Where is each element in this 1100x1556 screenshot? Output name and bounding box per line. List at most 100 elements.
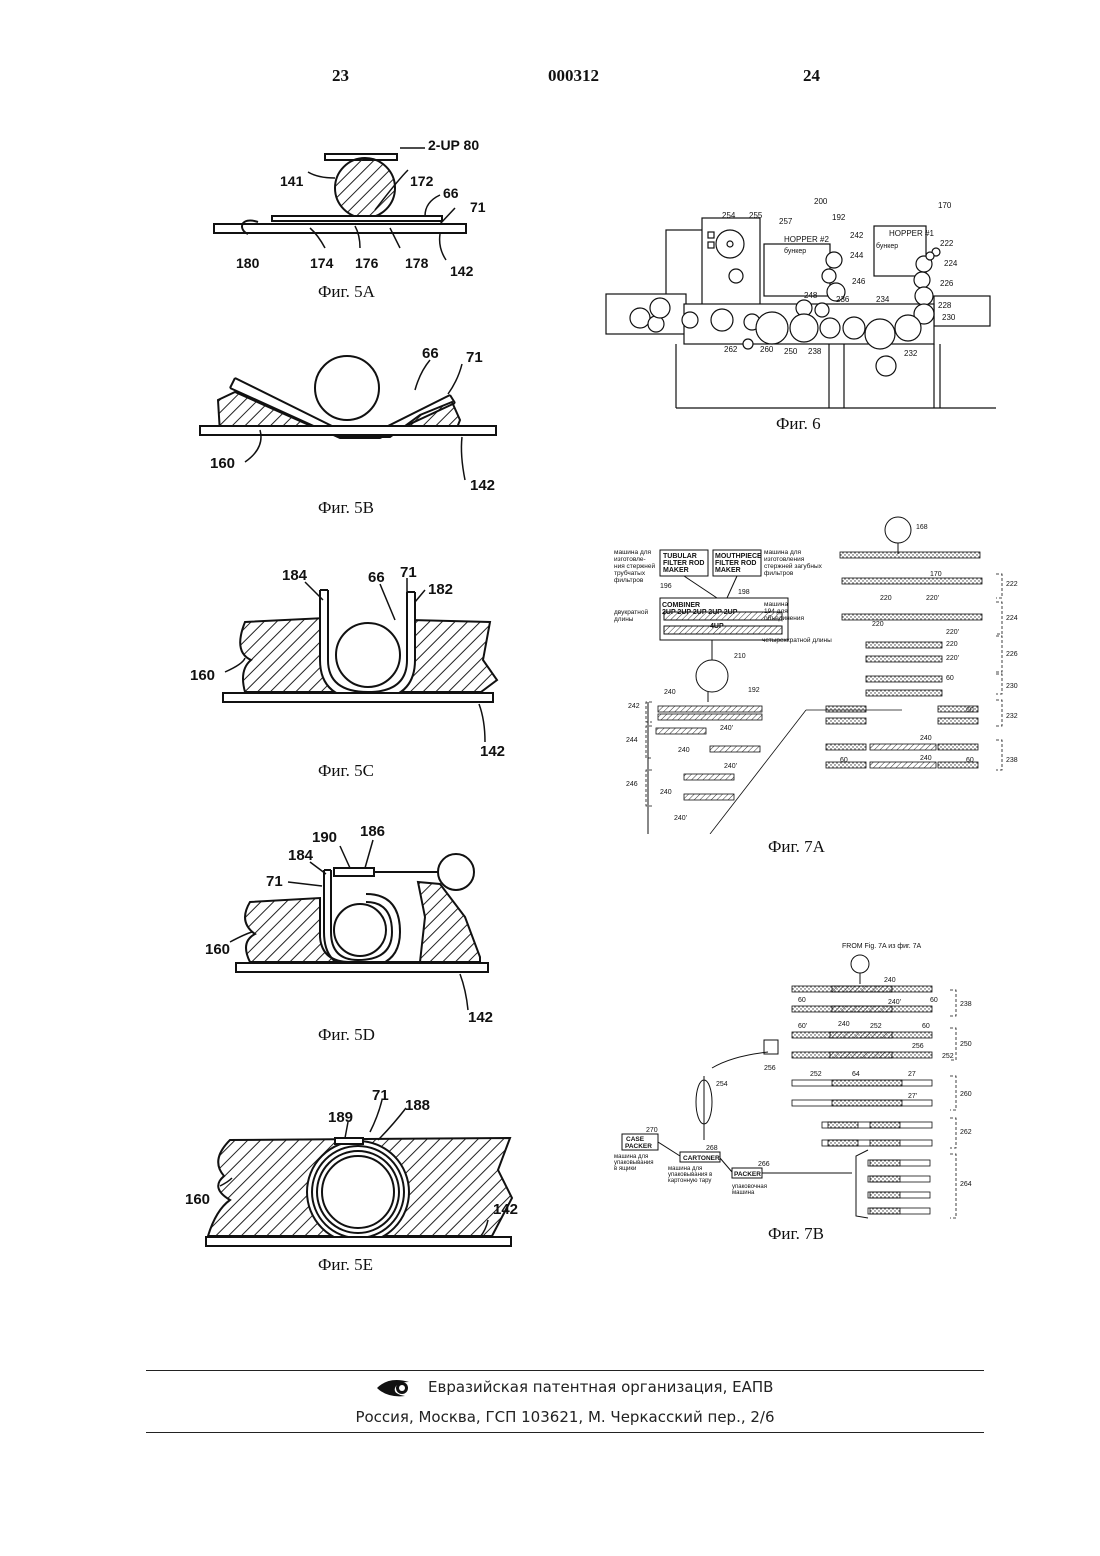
label-240-a: 240 bbox=[664, 689, 676, 696]
label-60p: 60' bbox=[798, 1023, 807, 1030]
label-66: 66 bbox=[368, 569, 385, 586]
fig7a-note-double-1: двукратной bbox=[614, 608, 648, 616]
fig7a-note-left-1: машина для bbox=[614, 549, 652, 556]
caption-fig-6: Фиг. 6 bbox=[776, 414, 821, 434]
label-238: 238 bbox=[1006, 757, 1018, 764]
label-240p-c: 240' bbox=[674, 815, 687, 822]
caption-fig-7b: Фиг. 7B bbox=[768, 1224, 824, 1244]
label-232: 232 bbox=[1006, 713, 1018, 720]
label-190: 190 bbox=[312, 829, 337, 846]
label-224: 224 bbox=[1006, 615, 1018, 622]
label-60-c: 60 bbox=[840, 757, 848, 764]
footer-divider-bottom bbox=[146, 1432, 984, 1433]
label-234: 234 bbox=[876, 295, 890, 304]
fig7a-note-right-1: машина для bbox=[764, 549, 802, 556]
label-252-b: 252 bbox=[942, 1053, 954, 1060]
label-248: 248 bbox=[804, 291, 818, 300]
label-240-b: 240 bbox=[838, 1021, 850, 1028]
label-242: 242 bbox=[628, 703, 640, 710]
label-260: 260 bbox=[960, 1091, 972, 1098]
label-246: 246 bbox=[852, 277, 866, 286]
label-27: 27 bbox=[908, 1071, 916, 1078]
fig7a-note-quad: четырехкратной длины bbox=[762, 636, 832, 644]
label-178: 178 bbox=[405, 255, 429, 271]
footer-address: Россия, Москва, ГСП 103621, М. Черкасски… bbox=[146, 1408, 984, 1426]
label-268: 268 bbox=[706, 1145, 718, 1152]
document-number: 000312 bbox=[548, 66, 599, 86]
label-160: 160 bbox=[185, 1191, 210, 1208]
label-230: 230 bbox=[1006, 683, 1018, 690]
label-71: 71 bbox=[266, 873, 283, 890]
label-254: 254 bbox=[716, 1081, 728, 1088]
label-260: 260 bbox=[760, 345, 774, 354]
caption-fig-5e: Фиг. 5E bbox=[318, 1255, 373, 1275]
label-60-d: 60 bbox=[966, 757, 974, 764]
caption-fig-5d: Фиг. 5D bbox=[318, 1025, 375, 1045]
label-236: 236 bbox=[836, 295, 850, 304]
fig7b-note-packer-2: машина bbox=[732, 1190, 755, 1196]
fig7a-note-double-2: длины bbox=[614, 616, 634, 623]
label-2up-80: 2-UP 80 bbox=[428, 137, 479, 153]
label-232: 232 bbox=[904, 349, 918, 358]
label-220-a: 220 bbox=[880, 595, 892, 602]
label-172: 172 bbox=[410, 173, 434, 189]
fig7a-note-right-3: стержней загубных bbox=[764, 562, 823, 570]
fig6-bunker-2: бункер bbox=[784, 247, 806, 255]
label-238: 238 bbox=[808, 347, 822, 356]
fig7b-case-packer-1: CASE bbox=[626, 1136, 645, 1143]
label-270: 270 bbox=[646, 1127, 658, 1134]
label-220p-b: 220' bbox=[946, 629, 959, 636]
label-71: 71 bbox=[400, 564, 417, 581]
fig7a-mouthpiece-1: MOUTHPIECE bbox=[715, 553, 762, 560]
label-226: 226 bbox=[1006, 651, 1018, 658]
label-160: 160 bbox=[210, 455, 235, 472]
label-240: 240 bbox=[884, 977, 896, 984]
label-186: 186 bbox=[360, 823, 385, 840]
fig7b-note-case-3: в ящики bbox=[614, 1166, 636, 1172]
fig7a-2up-row: 2UP 2UP 2UP 2UP 2UP bbox=[662, 609, 738, 616]
label-200: 200 bbox=[814, 197, 828, 206]
label-257: 257 bbox=[779, 217, 793, 226]
label-184: 184 bbox=[288, 847, 314, 864]
label-64: 64 bbox=[852, 1071, 860, 1078]
figure-5e: 71 189 188 160 142 bbox=[180, 1080, 530, 1255]
label-228: 228 bbox=[938, 301, 952, 310]
fig7a-mouthpiece-2: FILTER ROD bbox=[715, 560, 756, 567]
fig7a-note-combiner-3: объединения bbox=[764, 614, 805, 622]
label-255: 255 bbox=[749, 211, 763, 220]
label-66: 66 bbox=[422, 345, 439, 362]
page-number-right: 24 bbox=[803, 66, 820, 86]
label-244: 244 bbox=[626, 737, 638, 744]
label-226: 226 bbox=[940, 279, 954, 288]
fig7a-note-left-4: трубчатых bbox=[614, 569, 646, 577]
label-240-c: 240 bbox=[660, 789, 672, 796]
label-71: 71 bbox=[372, 1087, 389, 1104]
caption-fig-5b: Фиг. 5B bbox=[318, 498, 374, 518]
label-224: 224 bbox=[944, 259, 958, 268]
label-170: 170 bbox=[930, 571, 942, 578]
label-168: 168 bbox=[916, 524, 928, 531]
fig7a-note-left-2: изготовле- bbox=[614, 556, 646, 563]
label-60-a: 60 bbox=[798, 997, 806, 1004]
label-266: 266 bbox=[758, 1161, 770, 1168]
label-60-c: 60 bbox=[922, 1023, 930, 1030]
caption-fig-7a: Фиг. 7A bbox=[768, 837, 825, 857]
figure-7b: FROM Fig. 7A из фиг. 7А CASE PACKER CART… bbox=[612, 940, 1012, 1222]
label-252-a: 252 bbox=[870, 1023, 882, 1030]
label-262: 262 bbox=[960, 1129, 972, 1136]
label-192: 192 bbox=[748, 687, 760, 694]
fig7a-4up: 4UP bbox=[710, 623, 724, 630]
label-220p-a: 220' bbox=[926, 595, 939, 602]
figure-5b: 66 71 160 142 bbox=[190, 340, 510, 500]
fig7a-note-right-4: фильтров bbox=[764, 570, 794, 577]
label-220-c: 220 bbox=[946, 641, 958, 648]
fig6-hopper-2: HOPPER #2 bbox=[784, 235, 829, 244]
fig7a-note-left-5: фильтров bbox=[614, 577, 644, 584]
label-188: 188 bbox=[405, 1097, 430, 1114]
label-170: 170 bbox=[938, 201, 952, 210]
fig7a-note-left-3: ния стержней bbox=[614, 562, 655, 570]
fig6-hopper-1: HOPPER #1 bbox=[889, 229, 934, 238]
fig7a-note-combiner-1: машина bbox=[764, 601, 789, 608]
label-238: 238 bbox=[960, 1001, 972, 1008]
label-240p-b: 240' bbox=[724, 763, 737, 770]
